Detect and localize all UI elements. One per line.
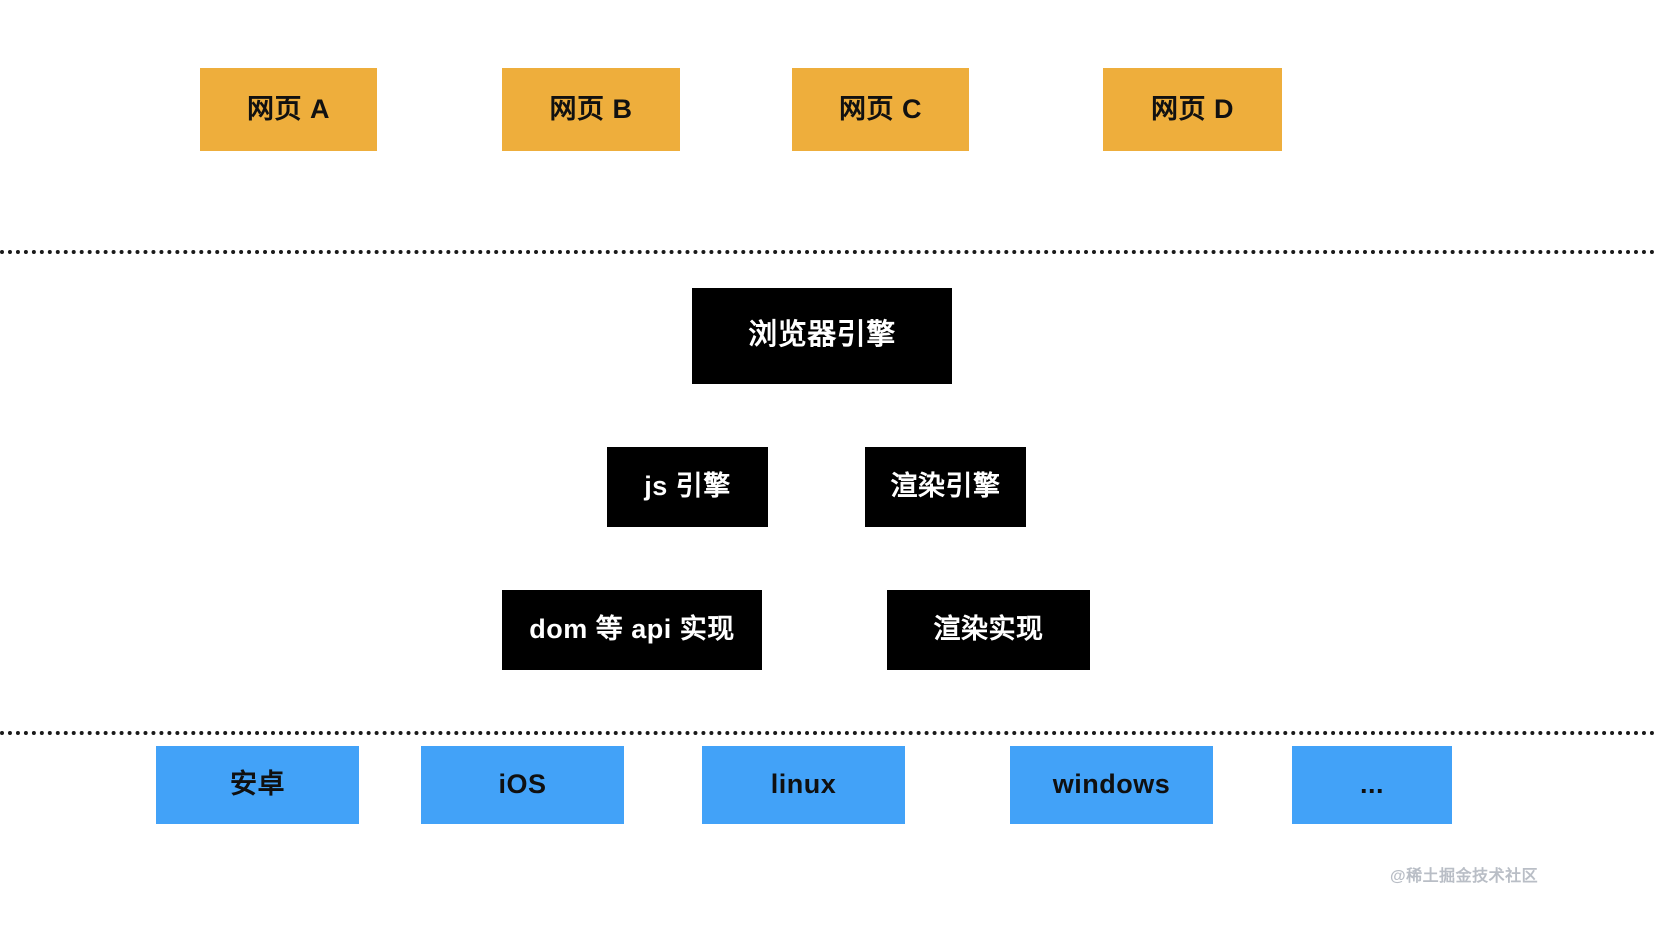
engine-platform-divider bbox=[0, 731, 1656, 735]
node-platform-ios[interactable]: iOS bbox=[421, 746, 624, 824]
node-web-page-c[interactable]: 网页 C bbox=[792, 68, 969, 151]
node-web-page-b[interactable]: 网页 B bbox=[502, 68, 680, 151]
node-platform-linux[interactable]: linux bbox=[702, 746, 905, 824]
node-platform-more[interactable]: ... bbox=[1292, 746, 1452, 824]
node-web-page-a[interactable]: 网页 A bbox=[200, 68, 377, 151]
node-platform-windows[interactable]: windows bbox=[1010, 746, 1213, 824]
node-web-page-d[interactable]: 网页 D bbox=[1103, 68, 1282, 151]
web-engine-divider bbox=[0, 250, 1656, 254]
watermark: @稀土掘金技术社区 bbox=[1390, 868, 1539, 885]
node-js-engine[interactable]: js 引擎 bbox=[607, 447, 768, 527]
node-browser-engine[interactable]: 浏览器引擎 bbox=[692, 288, 952, 384]
node-render-engine[interactable]: 渲染引擎 bbox=[865, 447, 1026, 527]
node-render-impl[interactable]: 渲染实现 bbox=[887, 590, 1090, 670]
node-dom-api-impl[interactable]: dom 等 api 实现 bbox=[502, 590, 762, 670]
node-platform-android[interactable]: 安卓 bbox=[156, 746, 359, 824]
